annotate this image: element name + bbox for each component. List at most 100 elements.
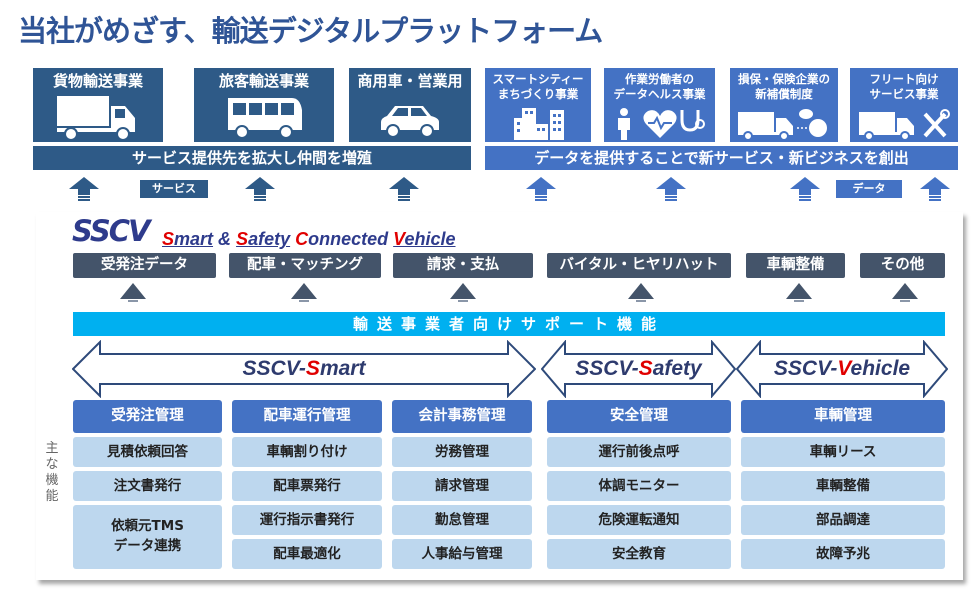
module-item: 故障予兆 xyxy=(741,539,945,569)
industry-label-line2: まちづくり事業 xyxy=(497,87,579,101)
car-icon xyxy=(381,106,439,138)
pillar-prefix: SSCV- xyxy=(575,357,639,380)
module-item: 請求管理 xyxy=(392,471,532,501)
pillar-rest: mart xyxy=(319,357,366,380)
pillar-prefix: SSCV- xyxy=(773,357,838,380)
pillar-label: SSCV-Smart xyxy=(72,340,536,398)
pillar-label: SSCV-Safety xyxy=(541,340,736,398)
data-category-billing: 請求・支払 xyxy=(393,253,533,278)
up-triangle-icon xyxy=(291,283,317,302)
industry-freight: 貨物輸送事業 xyxy=(33,68,163,142)
industry-passenger: 旅客輸送事業 xyxy=(194,68,334,142)
up-arrow-icon xyxy=(69,177,99,201)
up-arrow-icon xyxy=(526,177,556,201)
industry-label: 商用車・営業用 xyxy=(357,72,463,90)
module-item: 注文書発行 xyxy=(73,471,222,501)
up-triangle-icon xyxy=(786,283,812,302)
truck-tools-icon xyxy=(859,109,950,140)
page-title: 当社がめざす、輸送デジタルプラットフォーム xyxy=(18,14,603,48)
pillar-rest: afety xyxy=(652,357,702,380)
module-item: 勤怠管理 xyxy=(392,505,532,535)
pillar-vehicle: SSCV-Vehicle xyxy=(736,340,948,398)
module-accounting: 会計事務管理 労務管理 請求管理 勤怠管理 人事給与管理 xyxy=(392,400,532,573)
tagline-letter: V xyxy=(393,229,405,249)
module-header: 配車運行管理 xyxy=(232,400,382,433)
pillar-rest: ehicle xyxy=(850,357,911,380)
double-arrow-icon xyxy=(72,340,536,398)
double-arrow-icon xyxy=(736,340,948,398)
data-tag: データ xyxy=(836,180,902,198)
tagline-word: afety xyxy=(248,229,291,249)
up-triangle-icon xyxy=(892,283,918,302)
data-category-dispatch: 配車・マッチング xyxy=(229,253,381,278)
buildings-icon xyxy=(514,108,564,140)
tagline-letter: S xyxy=(162,229,175,249)
pillar-accent: S xyxy=(305,357,320,380)
tagline-letter: C xyxy=(295,229,309,249)
pillar-smart: SSCV-Smart xyxy=(72,340,536,398)
truck-icon xyxy=(57,96,135,140)
module-header: 車輌管理 xyxy=(741,400,945,433)
module-item: 安全教育 xyxy=(547,539,731,569)
sscv-tagline: Smart & Safety Connected Vehicle xyxy=(162,229,456,250)
pillar-label: SSCV-Vehicle xyxy=(736,340,948,398)
module-item: 車輌リース xyxy=(741,437,945,467)
module-vehicle: 車輌管理 車輌リース 車輌整備 部品調達 故障予兆 xyxy=(741,400,945,573)
data-category-maintenance: 車輌整備 xyxy=(746,253,845,278)
pillar-accent: S xyxy=(638,357,653,380)
module-item: 配車票発行 xyxy=(232,471,382,501)
tagline-amp: & xyxy=(213,229,237,249)
support-functions-bar: 輸送事業者向けサポート機能 xyxy=(73,312,945,336)
sscv-logo: SSCV xyxy=(72,214,150,248)
service-tag: サービス xyxy=(140,180,208,198)
module-item: 体調モニター xyxy=(547,471,731,501)
up-arrow-icon xyxy=(245,177,275,201)
industry-label-line2: 新補償制度 xyxy=(755,87,813,101)
side-label-main-functions: 主な機能 xyxy=(45,441,59,504)
up-arrow-icon xyxy=(389,177,419,201)
industry-label-line1: 作業労働者の xyxy=(625,72,694,86)
module-item: 労務管理 xyxy=(392,437,532,467)
industry-smart-city: スマートシティー まちづくり事業 xyxy=(485,68,591,142)
module-item: 運行前後点呼 xyxy=(547,437,731,467)
industry-label-line2: サービス事業 xyxy=(869,87,939,101)
module-item-line: データ連携 xyxy=(113,538,182,554)
module-item: 車輌整備 xyxy=(741,471,945,501)
module-item: 部品調達 xyxy=(741,505,945,535)
pillar-accent: V xyxy=(837,357,851,380)
industry-label-line1: フリート向け xyxy=(869,72,939,86)
module-item: 依頼元TMS データ連携 xyxy=(73,505,222,569)
module-item: 見積依頼回答 xyxy=(73,437,222,467)
industry-label-line1: スマートシティー xyxy=(492,72,584,86)
module-orders: 受発注管理 見積依頼回答 注文書発行 依頼元TMS データ連携 xyxy=(73,400,222,573)
module-dispatch: 配車運行管理 車輌割り付け 配車票発行 運行指示書発行 配車最適化 xyxy=(232,400,382,573)
module-header: 安全管理 xyxy=(547,400,731,433)
data-category-vitals: バイタル・ヒヤリハット xyxy=(547,253,731,278)
module-item-line: 依頼元TMS xyxy=(111,518,184,534)
up-triangle-icon xyxy=(120,283,146,302)
industry-label: 旅客輸送事業 xyxy=(218,72,309,90)
up-triangle-icon xyxy=(628,283,654,302)
industry-label-line1: 損保・保険企業の xyxy=(738,72,830,86)
module-header: 受発注管理 xyxy=(73,400,222,433)
module-item: 運行指示書発行 xyxy=(232,505,382,535)
double-arrow-icon xyxy=(541,340,736,398)
module-item: 配車最適化 xyxy=(232,539,382,569)
service-band: サービス提供先を拡大し仲間を増殖 xyxy=(33,146,471,170)
data-category-other: その他 xyxy=(860,253,945,278)
industry-worker-health: 作業労働者の データヘルス事業 xyxy=(604,68,715,142)
module-item: 人事給与管理 xyxy=(392,539,532,569)
pillar-safety: SSCV-Safety xyxy=(541,340,736,398)
industry-label: 貨物輸送事業 xyxy=(52,72,143,90)
up-arrow-icon xyxy=(790,177,820,201)
industry-commercial: 商用車・営業用 xyxy=(349,68,471,142)
tagline-letter: S xyxy=(236,229,249,249)
tagline-word: onnected xyxy=(308,229,389,249)
up-arrow-icon xyxy=(656,177,686,201)
tagline-word: mart xyxy=(174,229,214,249)
module-header: 会計事務管理 xyxy=(392,400,532,433)
module-item: 危険運転通知 xyxy=(547,505,731,535)
up-arrow-icon xyxy=(920,177,950,201)
data-category-orders: 受発注データ xyxy=(73,253,216,278)
module-safety: 安全管理 運行前後点呼 体調モニター 危険運転通知 安全教育 xyxy=(547,400,731,573)
